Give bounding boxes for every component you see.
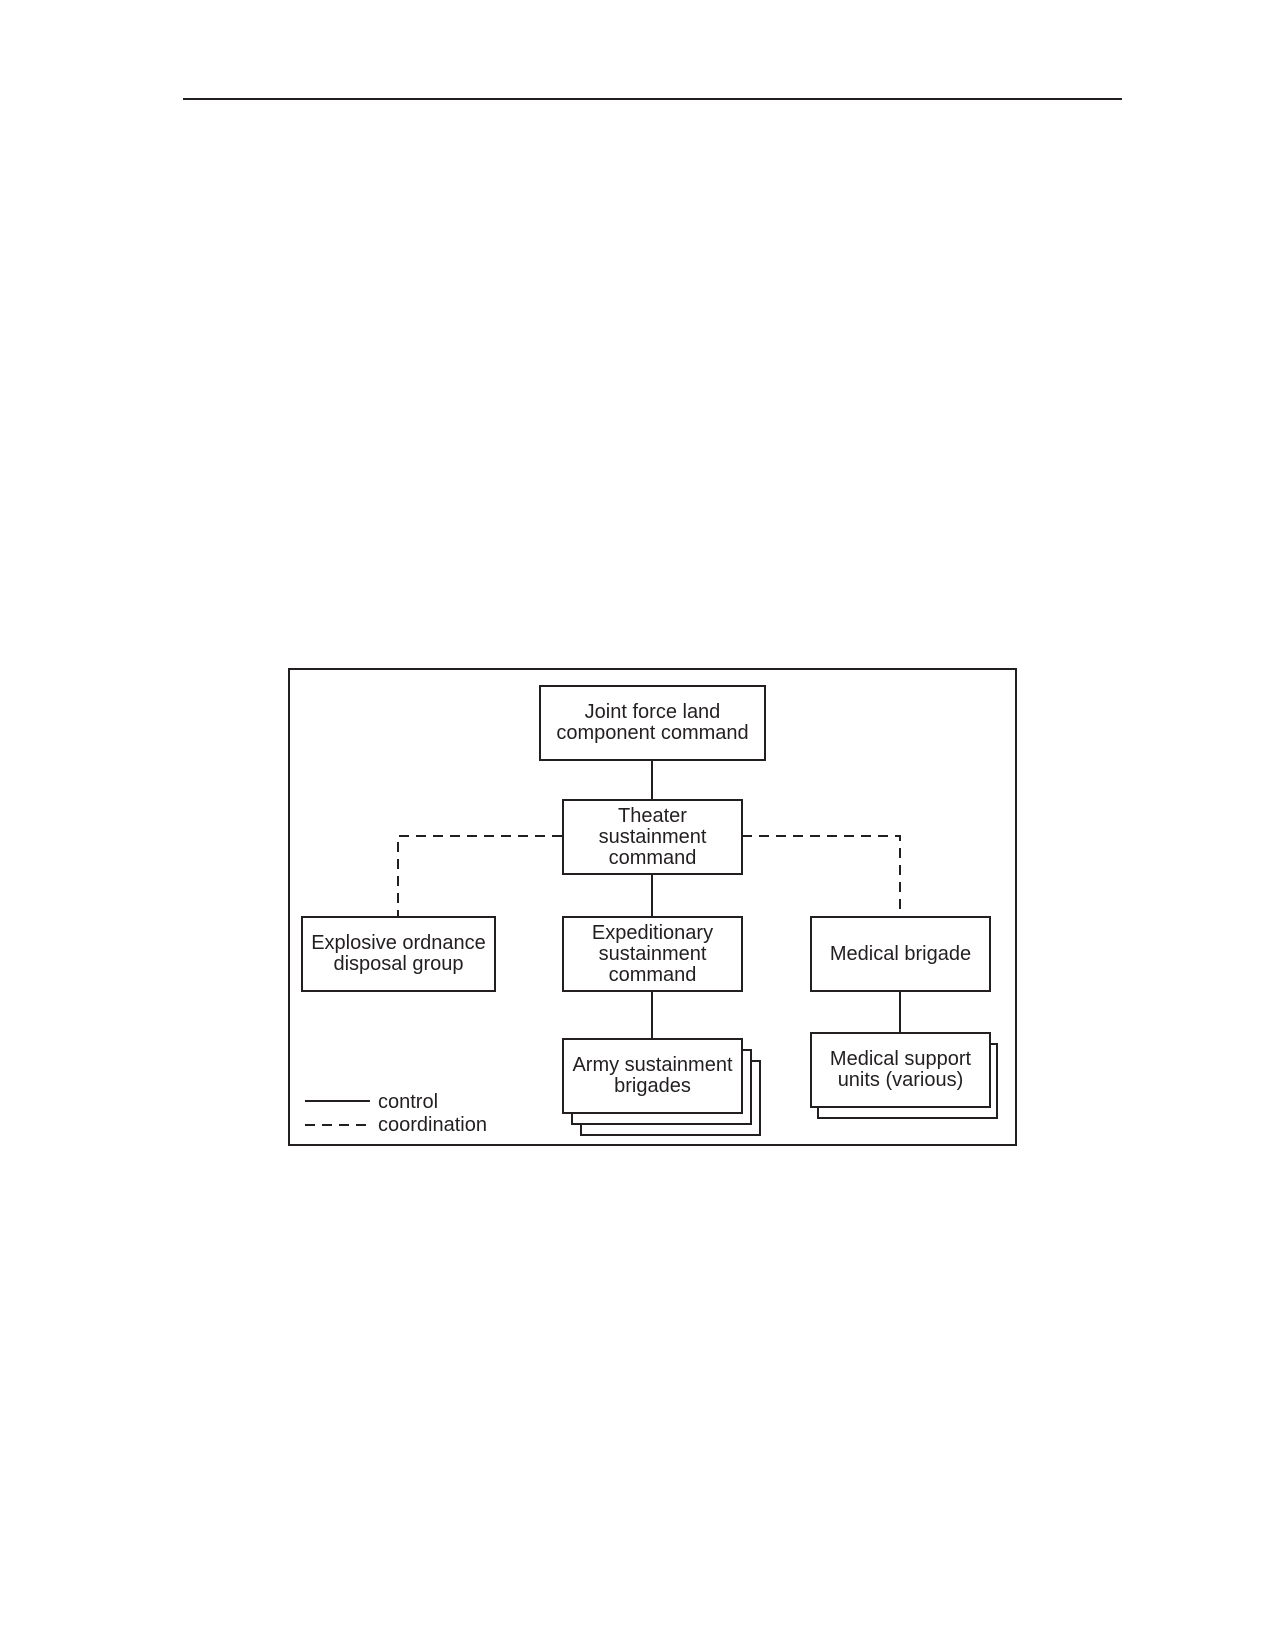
node-explosive-ordnance-disposal-group: Explosive ordnance disposal group: [301, 916, 496, 992]
node-army-sustainment-brigades: Army sustainment brigades: [562, 1038, 743, 1114]
legend-coordination-label: coordination: [378, 1114, 487, 1136]
node-medical-brigade: Medical brigade: [810, 916, 991, 992]
edge-tsc-eod: [397, 835, 562, 916]
node-expeditionary-sustainment-command: Expeditionary sustainment command: [562, 916, 743, 992]
node-medical-support-units: Medical support units (various): [810, 1032, 991, 1108]
node-theater-sustainment-command: Theater sustainment command: [562, 799, 743, 875]
legend-control-label: control: [378, 1091, 439, 1113]
header-rule: [183, 98, 1122, 100]
edge-tsc-medbde: [742, 835, 901, 916]
node-joint-force-land-component-command: Joint force land component command: [539, 685, 766, 761]
figure-frame: [288, 668, 1017, 1146]
